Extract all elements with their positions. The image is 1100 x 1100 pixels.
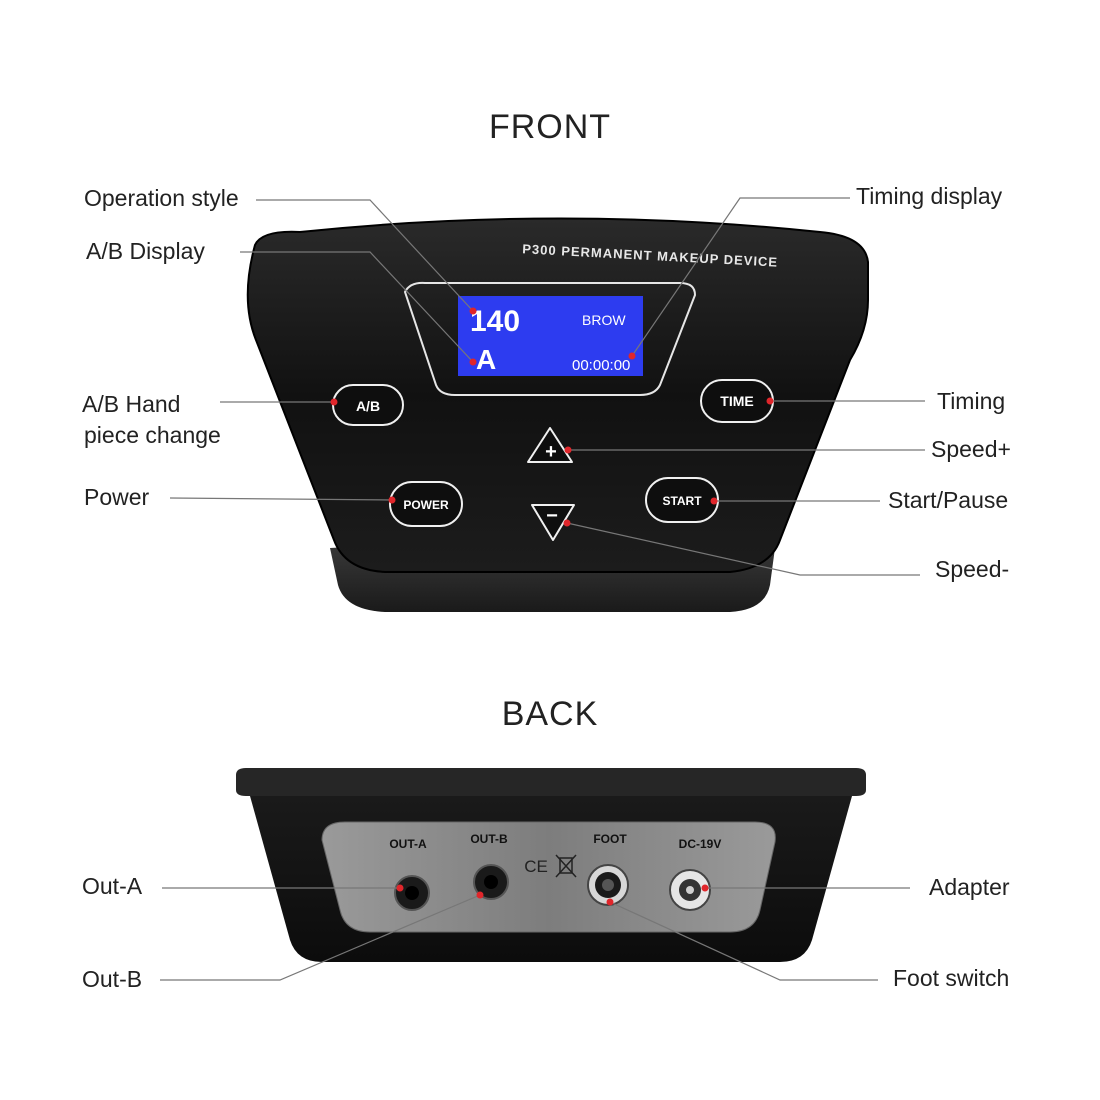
callout-ab-display: A/B Display [86,238,205,264]
back-leader-lines [160,887,910,981]
back-title: BACK [501,695,599,733]
front-markers [330,307,774,527]
front-title: FRONT [488,108,612,146]
lcd-mode: BROW [582,312,626,328]
port-label-out-a: OUT-A [389,837,427,851]
speed-minus-button[interactable]: − [531,504,575,541]
time-button-label: TIME [720,393,753,409]
marker-ab-display [469,358,477,366]
callout-start-pause: Start/Pause [888,487,1009,513]
marker-time-button [766,397,774,405]
back-device-rim [236,768,866,796]
ce-mark: CE [524,857,548,876]
back-port-panel [321,821,776,933]
display-bezel [403,281,697,396]
marker-operation-style [469,307,477,315]
callout-ab-hand-line1: A/B Hand [82,391,181,417]
back-device: OUT-A OUT-B FOOT DC-19V CE [236,768,866,962]
callout-timing: Timing [937,388,1006,414]
callout-out-b: Out-B [82,966,143,992]
marker-power-button [388,496,396,504]
power-button-label: POWER [403,498,449,512]
leader-timing-display [631,197,850,357]
leader-speed-minus [566,522,920,576]
back-markers [396,884,709,906]
callout-speed-minus: Speed- [935,556,1010,582]
start-button-label: START [662,494,702,508]
marker-foot [606,898,614,906]
lcd-speed: 140 [470,305,520,338]
leader-foot-switch [609,901,878,981]
weee-bin-icon [555,854,577,878]
port-label-dc: DC-19V [679,837,722,851]
marker-plus-button [564,446,572,454]
lcd-screen [458,296,643,376]
plus-icon: + [545,441,557,463]
callout-speed-plus: Speed+ [931,436,1011,462]
front-device: P300 PERMANENT MAKEUP DEVICE 140 BROW A … [246,217,869,612]
speed-plus-button[interactable]: + [527,427,573,463]
marker-out-b [476,891,484,899]
out-a-port[interactable] [394,875,430,911]
callout-out-a: Out-A [82,873,143,899]
leader-ab-display [240,251,474,363]
lcd-timer: 00:00:00 [572,357,630,374]
minus-icon: − [546,505,558,527]
marker-ab-button [330,398,338,406]
callout-power: Power [84,484,150,510]
marker-timing-display [628,352,636,360]
marker-start-button [710,497,718,505]
out-b-port[interactable] [473,864,509,900]
callout-foot-switch: Foot switch [893,965,1010,991]
foot-port[interactable] [587,864,629,906]
port-label-foot: FOOT [593,832,627,846]
marker-out-a [396,884,404,892]
callout-ab-hand-line2: piece change [84,422,221,448]
leader-out-b [160,894,481,981]
lcd-handpiece: A [476,344,496,375]
leader-operation-style [256,199,474,312]
ab-button-label: A/B [356,398,380,414]
ab-button[interactable]: A/B [332,384,404,426]
callout-operation-style: Operation style [84,185,239,211]
start-button[interactable]: START [645,477,719,523]
callout-adapter: Adapter [929,874,1010,900]
leader-power [169,497,393,501]
marker-adapter [701,884,709,892]
time-button[interactable]: TIME [700,379,774,423]
front-leader-lines [169,197,925,576]
callout-timing-display: Timing display [856,183,1003,209]
port-label-out-b: OUT-B [470,832,508,846]
marker-minus-button [563,519,571,527]
dc-port[interactable] [669,869,711,911]
power-button[interactable]: POWER [389,481,463,527]
